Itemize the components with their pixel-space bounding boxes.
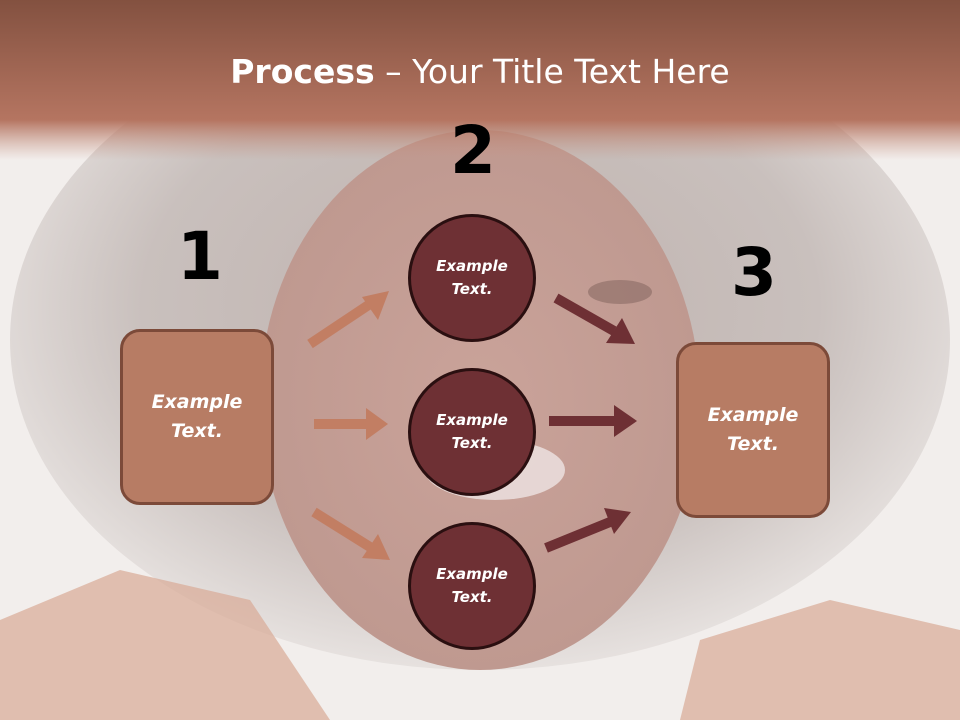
step-1-box: Example Text. xyxy=(120,329,274,505)
step-number-1: 1 xyxy=(177,218,223,295)
title-bold: Process xyxy=(230,52,375,91)
step-number-3: 3 xyxy=(731,234,777,311)
arrow-middle-to-right xyxy=(549,405,637,437)
step-2-circle-middle: Example Text. xyxy=(408,368,536,496)
arrow-left-to-middle xyxy=(314,408,388,440)
step-2-circle-top: Example Text. xyxy=(408,214,536,342)
arrow-left-to-bottom xyxy=(311,507,390,560)
step-number-2: 2 xyxy=(450,112,496,189)
circle-bottom-label: Example Text. xyxy=(436,565,508,606)
step-2-circle-bottom: Example Text. xyxy=(408,522,536,650)
arrow-left-to-top xyxy=(307,291,389,349)
step-1-label: Example Text. xyxy=(151,391,243,442)
arrow-top-to-right xyxy=(553,293,635,344)
step-3-box: Example Text. xyxy=(676,342,830,518)
slide-title: Process – Your Title Text Here xyxy=(0,52,960,91)
circle-middle-label: Example Text. xyxy=(436,411,508,452)
step-3-label: Example Text. xyxy=(707,404,799,455)
circle-top-label: Example Text. xyxy=(436,257,508,298)
arrow-bottom-to-right xyxy=(544,508,631,553)
title-rest: – Your Title Text Here xyxy=(374,52,730,91)
